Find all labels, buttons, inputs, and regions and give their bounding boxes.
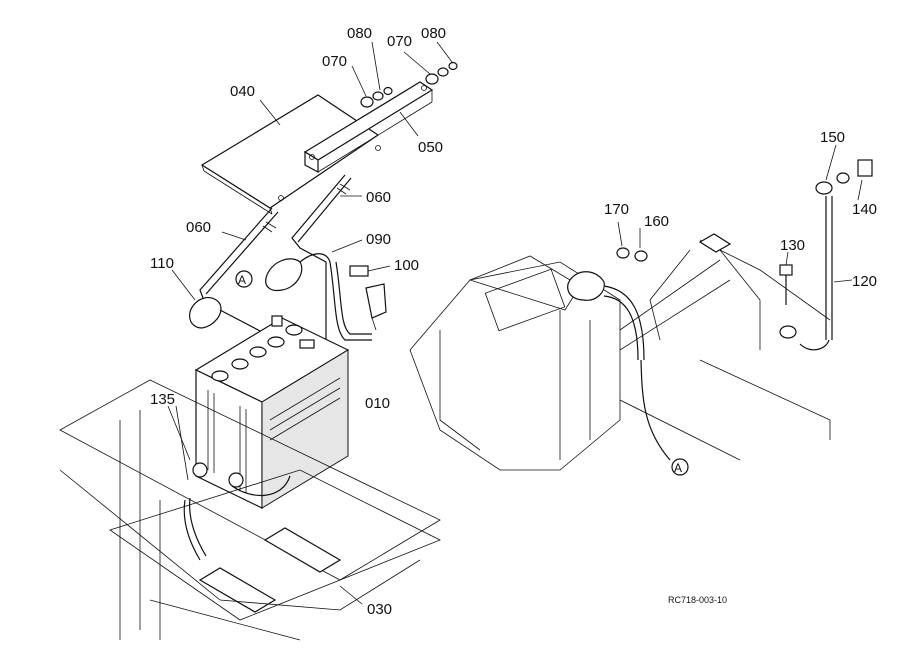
label-080-right: 080 <box>421 25 446 42</box>
leader-lines <box>167 41 863 605</box>
label-130: 130 <box>780 237 805 254</box>
reference-mark-a-left: A <box>235 270 253 288</box>
label-060-right: 060 <box>366 189 391 206</box>
label-090: 090 <box>366 231 391 248</box>
battery <box>194 315 350 509</box>
battery-tie-rods <box>199 174 352 340</box>
battery-bracket <box>303 81 434 174</box>
label-140: 140 <box>852 201 877 218</box>
label-135: 135 <box>150 391 175 408</box>
starter-cable <box>567 271 671 461</box>
svg-text:A: A <box>238 273 246 287</box>
positive-cable <box>265 253 372 341</box>
battery-tray-frame <box>59 379 441 641</box>
drawing-code: RC718-003-10 <box>668 595 727 605</box>
label-070-left: 070 <box>322 53 347 70</box>
label-030: 030 <box>367 601 392 618</box>
starter-nut-washer <box>616 247 648 262</box>
label-060-left: 060 <box>186 219 211 236</box>
svg-text:A: A <box>674 461 682 475</box>
label-150: 150 <box>820 129 845 146</box>
engine-frame <box>619 233 831 461</box>
battery-terminal-clamp <box>189 296 263 333</box>
engine-block <box>409 255 731 471</box>
part-labels: 010 030 040 050 060 060 070 070 080 080 … <box>150 25 877 618</box>
reference-mark-a-right: A <box>671 458 689 476</box>
label-050: 050 <box>418 139 443 156</box>
label-110: 110 <box>150 255 174 272</box>
engine-ground-cable <box>779 159 873 351</box>
label-170: 170 <box>604 201 629 218</box>
label-160: 160 <box>644 213 669 230</box>
label-040: 040 <box>230 83 255 100</box>
ground-cable <box>183 462 291 561</box>
fuse-holder <box>349 265 387 331</box>
label-070-right: 070 <box>387 33 412 50</box>
label-120: 120 <box>852 273 877 290</box>
label-080-left: 080 <box>347 25 372 42</box>
washers-and-nuts <box>360 61 458 108</box>
label-010: 010 <box>365 395 390 412</box>
label-100: 100 <box>394 257 419 274</box>
